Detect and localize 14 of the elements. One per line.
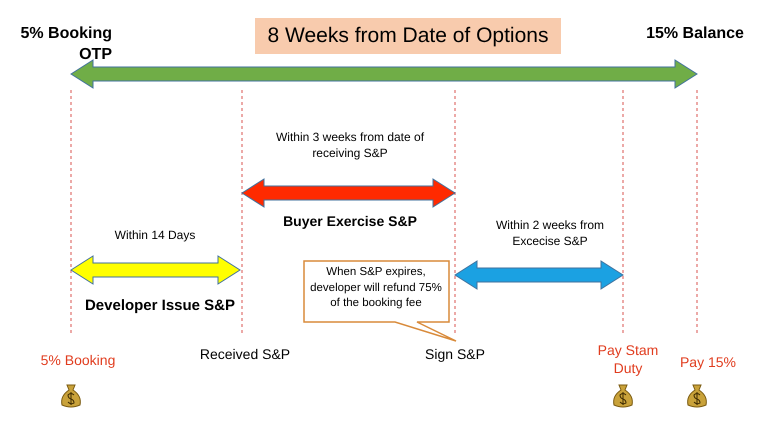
milestone-label: Pay 15% [678, 353, 738, 372]
duration-note: Within 3 weeks from date of receiving S&P [274, 130, 426, 162]
milestone-label: Sign S&P [424, 345, 486, 364]
milestone-label: Received S&P [198, 345, 292, 364]
payment-label: 15% Balance [645, 24, 745, 44]
duration-note: Within 2 weeks from Excecise S&P [494, 218, 606, 250]
step-label: Developer Issue S&P [84, 296, 236, 316]
duration-note: Within 14 Days [114, 228, 196, 244]
milestone-label: Pay Stam Duty [596, 341, 660, 378]
title-banner: 8 Weeks from Date of Options [255, 18, 561, 54]
milestone-label: 5% Booking [40, 351, 116, 370]
payment-label: 5% Booking OTP [19, 24, 112, 65]
step-label: Buyer Exercise S&P [282, 212, 418, 230]
callout-bubble: When S&P expires, developer will refund 75% of the booking fee [303, 260, 457, 342]
